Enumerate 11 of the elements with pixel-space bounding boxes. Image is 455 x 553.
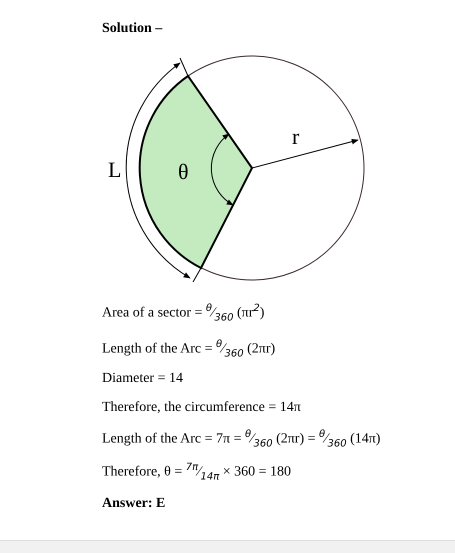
heading: Solution – [102,21,162,37]
equation-text: Area of a sector = $^{θ}$⁄$_{360}$ (πr$^{2}$) [102,303,264,324]
radius-label: r [292,124,300,150]
equation-text: Diameter = 14 [102,371,183,387]
equation-text: Therefore, the circumference = 14π [102,400,301,416]
answer-text: Answer: E [102,496,166,512]
equation-text: Length of the Arc = 7π = $^{θ}$⁄$_{360}$ (2πr) = $^{θ}$⁄$_{360}$ (14π) [102,429,380,450]
equation-text: Therefore, θ = $^{7π}$⁄$_{14π}$ × 360 = 180 [102,462,292,482]
dimension-label: L [108,157,122,183]
equation-text: Length of the Arc = $^{θ}$⁄$_{360}$ (2πr) [102,339,276,360]
angle-label: θ [178,159,189,185]
